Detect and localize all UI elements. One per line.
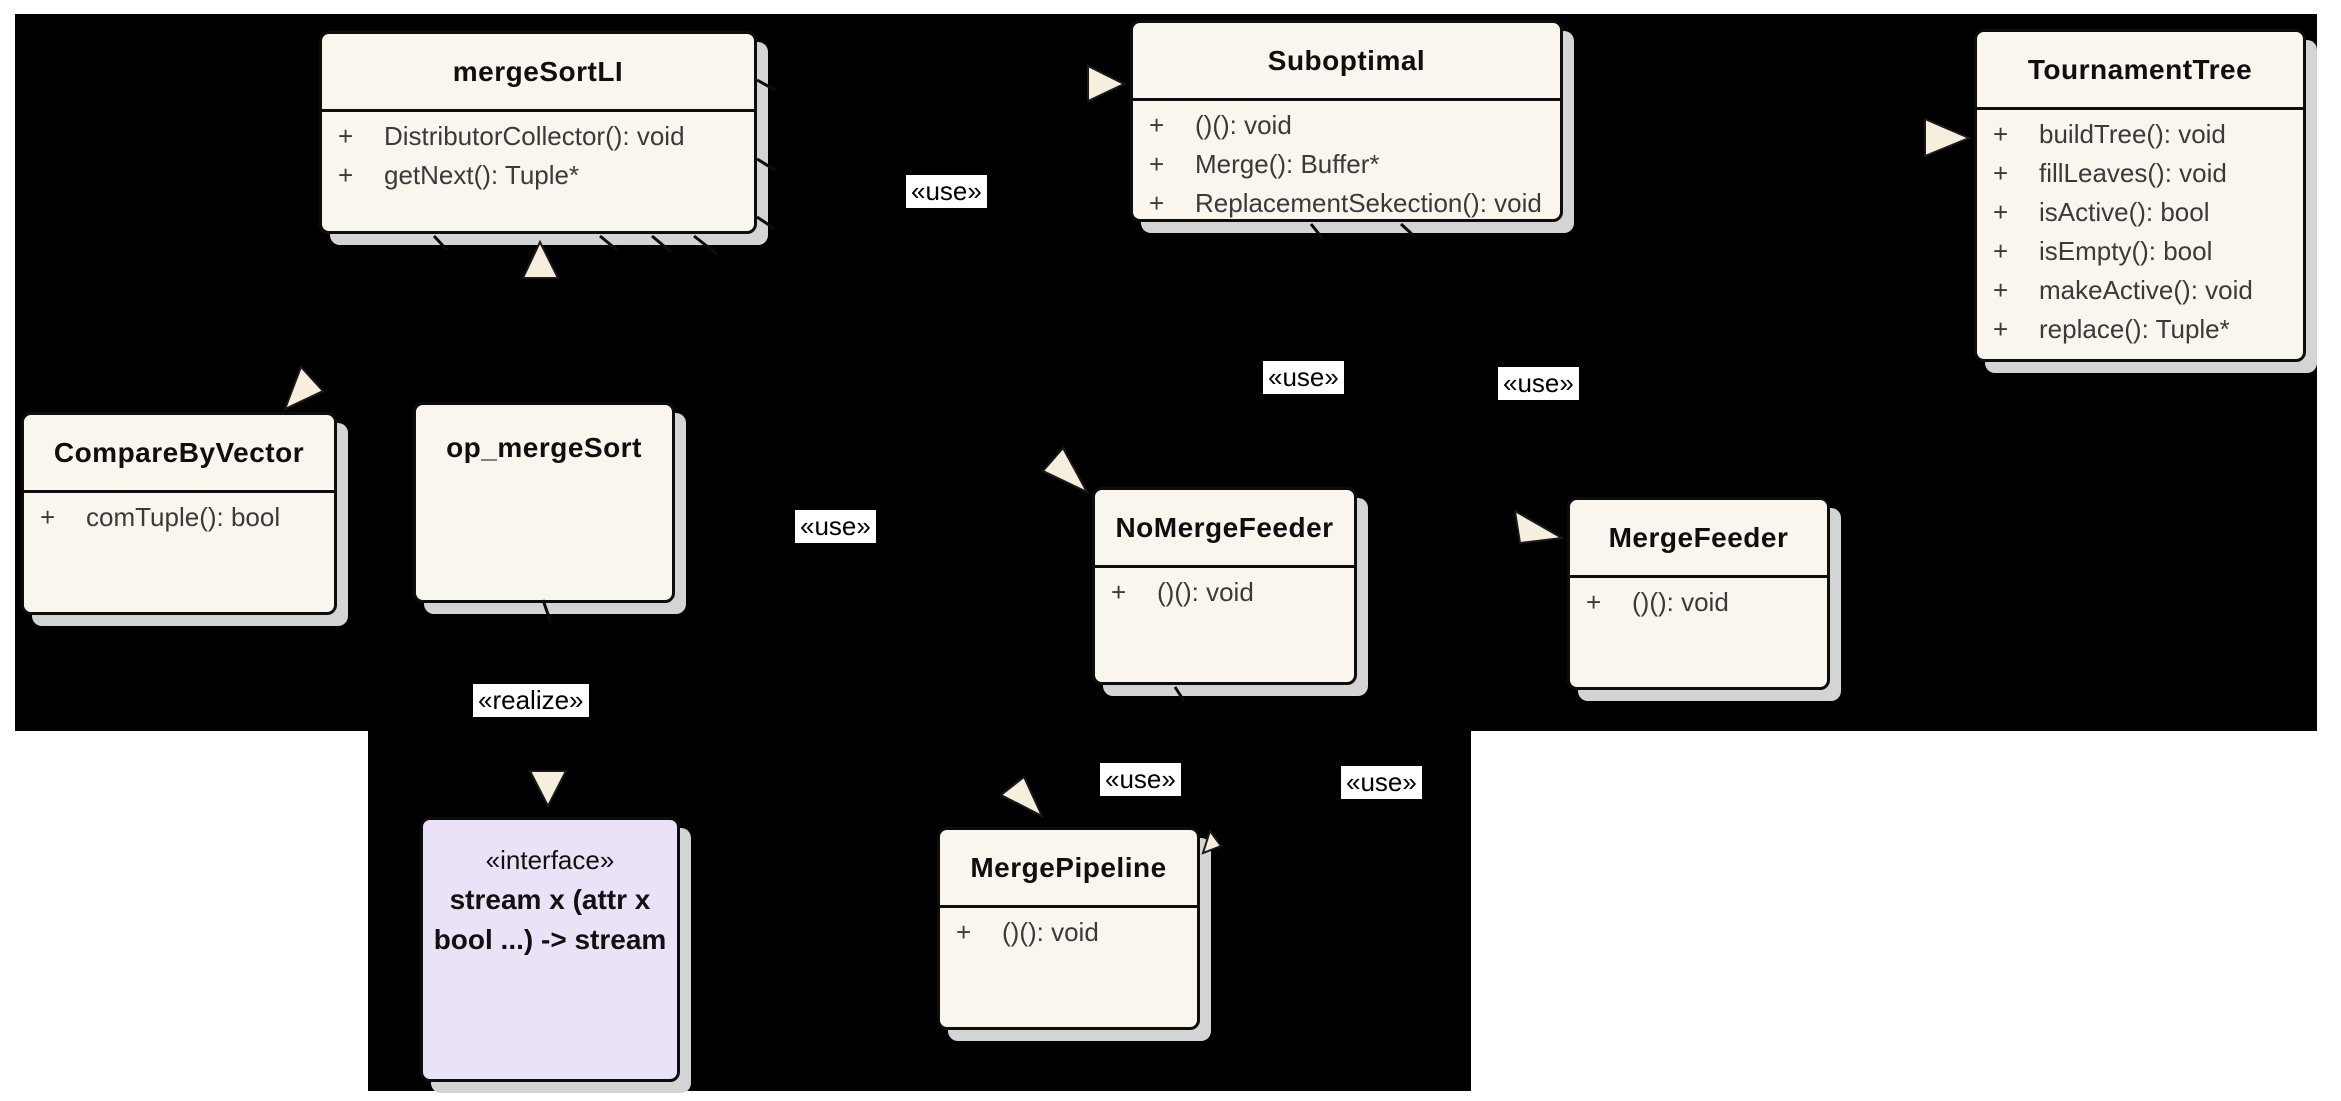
method-signature: isEmpty(): bool bbox=[2039, 236, 2213, 266]
method-row: + buildTree(): void bbox=[1977, 115, 2303, 154]
method-row: + Merge(): Buffer* bbox=[1133, 145, 1560, 184]
method-row: + DistributorCollector(): void bbox=[322, 117, 754, 156]
method-row: + ()(): void bbox=[1095, 573, 1354, 612]
method-signature: comTuple(): bool bbox=[86, 502, 281, 532]
method-row: + ReplacementSekection(): void bbox=[1133, 184, 1560, 223]
visibility-marker: + bbox=[1993, 158, 2009, 188]
method-signature: makeActive(): void bbox=[2039, 275, 2253, 305]
visibility-marker: + bbox=[1993, 197, 2009, 227]
class-node-nomergefeeder[interactable]: NoMergeFeeder + ()(): void bbox=[1092, 487, 1357, 685]
method-list: + ()(): void bbox=[1570, 578, 1827, 622]
visibility-marker: + bbox=[1993, 236, 2009, 266]
method-row: + isEmpty(): bool bbox=[1977, 232, 2303, 271]
method-signature: isActive(): bool bbox=[2039, 197, 2210, 227]
class-node-opmergesort[interactable]: op_mergeSort bbox=[413, 402, 675, 603]
class-node-mergefeeder[interactable]: MergeFeeder + ()(): void bbox=[1567, 497, 1830, 690]
method-row: + ()(): void bbox=[1133, 106, 1560, 145]
method-signature: buildTree(): void bbox=[2039, 119, 2226, 149]
method-signature: DistributorCollector(): void bbox=[384, 121, 685, 151]
method-signature: Merge(): Buffer* bbox=[1195, 149, 1380, 179]
method-list: + buildTree(): void + fillLeaves(): void… bbox=[1977, 110, 2303, 349]
method-row: + getNext(): Tuple* bbox=[322, 156, 754, 195]
use-label-opmergesort-nomergefeeder[interactable]: «use» bbox=[795, 510, 876, 543]
visibility-marker: + bbox=[1993, 275, 2009, 305]
method-list: + ()(): void bbox=[1095, 568, 1354, 612]
use-label-mergepipeline-left[interactable]: «use» bbox=[1100, 763, 1181, 796]
method-row: + comTuple(): bool bbox=[24, 498, 334, 537]
visibility-marker: + bbox=[1993, 119, 2009, 149]
visibility-marker: + bbox=[338, 121, 354, 151]
method-row: + ()(): void bbox=[940, 913, 1197, 952]
class-title: MergePipeline bbox=[940, 830, 1197, 908]
method-row: + makeActive(): void bbox=[1977, 271, 2303, 310]
class-node-mergesortli[interactable]: mergeSortLI + DistributorCollector(): vo… bbox=[319, 31, 757, 234]
use-label-suboptimal-nomergefeeder[interactable]: «use» bbox=[1263, 361, 1344, 394]
visibility-marker: + bbox=[1111, 577, 1127, 607]
visibility-marker: + bbox=[956, 917, 972, 947]
use-label-suboptimal-mergefeeder[interactable]: «use» bbox=[1498, 367, 1579, 400]
method-list: + ()(): void bbox=[940, 908, 1197, 952]
method-row: + fillLeaves(): void bbox=[1977, 154, 2303, 193]
method-signature: ()(): void bbox=[1002, 917, 1099, 947]
method-row: + isActive(): bool bbox=[1977, 193, 2303, 232]
class-node-tournamenttree[interactable]: TournamentTree + buildTree(): void + fil… bbox=[1974, 29, 2306, 362]
class-title: MergeFeeder bbox=[1570, 500, 1827, 578]
interface-title-line1: stream x (attr x bbox=[449, 884, 651, 915]
interface-title-line2: bool ...) -> stream bbox=[433, 924, 667, 955]
class-node-suboptimal[interactable]: Suboptimal + ()(): void + Merge(): Buffe… bbox=[1130, 20, 1563, 222]
interface-stereotype: «interface» bbox=[485, 845, 615, 875]
realize-label[interactable]: «realize» bbox=[473, 684, 589, 717]
visibility-marker: + bbox=[1149, 188, 1165, 218]
method-signature: fillLeaves(): void bbox=[2039, 158, 2227, 188]
method-list: + ()(): void + Merge(): Buffer* + Replac… bbox=[1133, 101, 1560, 223]
class-title: TournamentTree bbox=[1977, 32, 2303, 110]
visibility-marker: + bbox=[1586, 587, 1602, 617]
method-list: + DistributorCollector(): void + getNext… bbox=[322, 112, 754, 195]
visibility-marker: + bbox=[1149, 149, 1165, 179]
class-title: mergeSortLI bbox=[322, 34, 754, 112]
method-signature: ()(): void bbox=[1195, 110, 1292, 140]
visibility-marker: + bbox=[338, 160, 354, 190]
class-title: op_mergeSort bbox=[446, 432, 642, 463]
class-title: NoMergeFeeder bbox=[1095, 490, 1354, 568]
method-signature: replace(): Tuple* bbox=[2039, 314, 2230, 344]
class-title: CompareByVector bbox=[24, 415, 334, 493]
interface-node-stream[interactable]: «interface» stream x (attr x bool ...) -… bbox=[420, 817, 680, 1082]
method-signature: ReplacementSekection(): void bbox=[1195, 188, 1542, 218]
use-label-mergepipeline-right[interactable]: «use» bbox=[1341, 766, 1422, 799]
method-row: + replace(): Tuple* bbox=[1977, 310, 2303, 349]
class-node-mergepipeline[interactable]: MergePipeline + ()(): void bbox=[937, 827, 1200, 1030]
method-signature: getNext(): Tuple* bbox=[384, 160, 580, 190]
method-signature: ()(): void bbox=[1632, 587, 1729, 617]
class-node-comparebyvector[interactable]: CompareByVector + comTuple(): bool bbox=[21, 412, 337, 615]
method-list: + comTuple(): bool bbox=[24, 493, 334, 537]
use-label-mergesortli-suboptimal[interactable]: «use» bbox=[906, 175, 987, 208]
method-row: + ()(): void bbox=[1570, 583, 1827, 622]
method-signature: ()(): void bbox=[1157, 577, 1254, 607]
visibility-marker: + bbox=[1149, 110, 1165, 140]
visibility-marker: + bbox=[40, 502, 56, 532]
visibility-marker: + bbox=[1993, 314, 2009, 344]
class-title: Suboptimal bbox=[1133, 23, 1560, 101]
